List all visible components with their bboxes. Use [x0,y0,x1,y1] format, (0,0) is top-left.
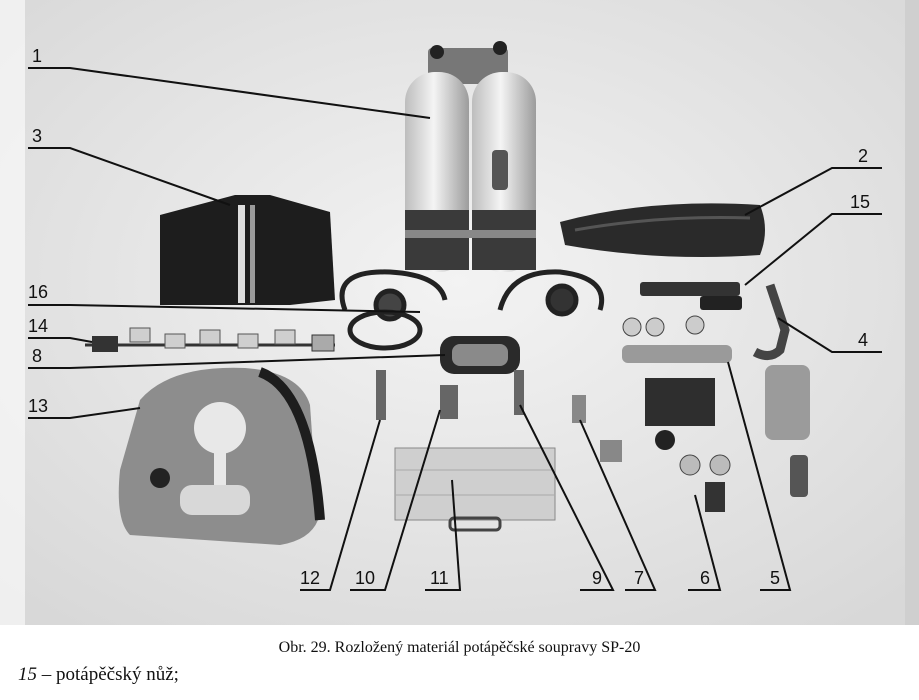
label-7: 7 [634,568,644,588]
knife-illustration [640,282,742,310]
label-15: 15 [850,192,870,212]
label-11: 11 [430,568,449,588]
legend-entry: 15 – potápěčský nůž; [18,664,179,686]
label-12: 12 [300,568,320,588]
fins-illustration [560,203,765,258]
accessories-illustration [376,315,810,512]
bag-illustration [394,447,556,532]
regulator-illustration [339,269,604,351]
label-9: 9 [592,568,602,588]
equipment-photo: 1 3 2 15 4 16 14 8 13 12 10 11 9 7 6 5 [0,0,919,625]
label-2: 2 [858,146,868,166]
label-3: 3 [32,126,42,146]
label-10: 10 [355,568,375,588]
legend-text: – potápěčský nůž; [37,664,179,685]
figure-labels: 1 3 2 15 4 16 14 8 13 12 10 11 9 7 6 5 [28,46,870,588]
tanks-illustration [405,41,536,272]
label-4: 4 [858,330,868,350]
legend-number: 15 [18,664,37,685]
figure-caption: Obr. 29. Rozložený materiál potápěčské s… [278,639,641,656]
label-8: 8 [32,346,42,366]
label-1: 1 [32,46,42,66]
buoyancy-vest-illustration [118,367,325,545]
weight-belt-illustration [85,327,335,352]
label-13: 13 [28,396,48,416]
label-5: 5 [770,568,780,588]
label-16: 16 [28,282,48,302]
snorkel-illustration [752,283,790,360]
leader-lines [28,67,882,591]
mask-illustration [440,336,520,374]
vest-illustration [160,195,335,305]
label-14: 14 [28,316,48,336]
label-6: 6 [700,568,710,588]
